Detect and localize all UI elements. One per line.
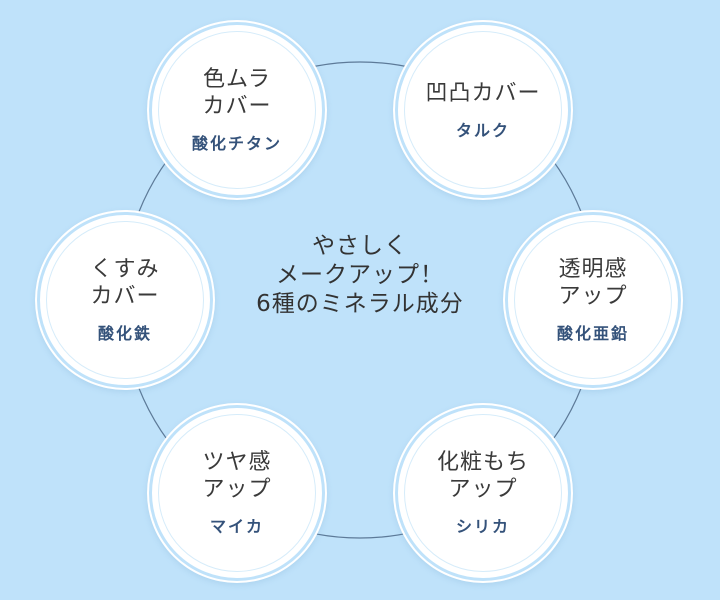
node-dullness: くすみ カバー 酸化鉄 bbox=[40, 215, 210, 385]
node-label-line-2: アップ bbox=[558, 284, 628, 309]
node-label-line-2: アップ bbox=[202, 477, 272, 502]
center-line-3: 6種のミネラル成分 bbox=[256, 291, 464, 317]
center-headline: やさしく メークアップ！ 6種のミネラル成分 bbox=[210, 232, 510, 319]
node-label-line-2: カバー bbox=[90, 284, 160, 309]
node-label-line-1: 色ムラ bbox=[203, 67, 271, 92]
center-line-2: メークアップ！ bbox=[276, 262, 444, 288]
node-label-line-1: 透明感 bbox=[558, 257, 628, 282]
node-ingredient: 酸化鉄 bbox=[97, 324, 152, 343]
node-ingredient: タルク bbox=[455, 120, 510, 140]
node-unevenness: 凹凸カバー タルク bbox=[398, 25, 568, 195]
node-ingredient: 酸化チタン bbox=[191, 134, 282, 153]
node-ingredient: マイカ bbox=[209, 517, 264, 536]
node-ingredient: シリカ bbox=[455, 517, 510, 536]
node-color-unevenness: 色ムラ カバー 酸化チタン bbox=[152, 25, 322, 195]
node-ingredient: 酸化亜鉛 bbox=[556, 324, 629, 343]
node-label-line-2: カバー bbox=[202, 94, 272, 119]
node-label-line-2: アップ bbox=[448, 477, 518, 502]
node-makeup-lasting: 化粧もち アップ シリカ bbox=[398, 408, 568, 578]
node-label-line-1: ツヤ感 bbox=[202, 450, 272, 475]
node-label-line-1: くすみ bbox=[90, 257, 160, 282]
node-label-line-1: 凹凸カバー bbox=[425, 80, 541, 106]
node-label-line-1: 化粧もち bbox=[436, 450, 529, 475]
center-line-1: やさしく bbox=[312, 233, 408, 259]
node-clarity: 透明感 アップ 酸化亜鉛 bbox=[508, 215, 678, 385]
node-gloss: ツヤ感 アップ マイカ bbox=[152, 408, 322, 578]
